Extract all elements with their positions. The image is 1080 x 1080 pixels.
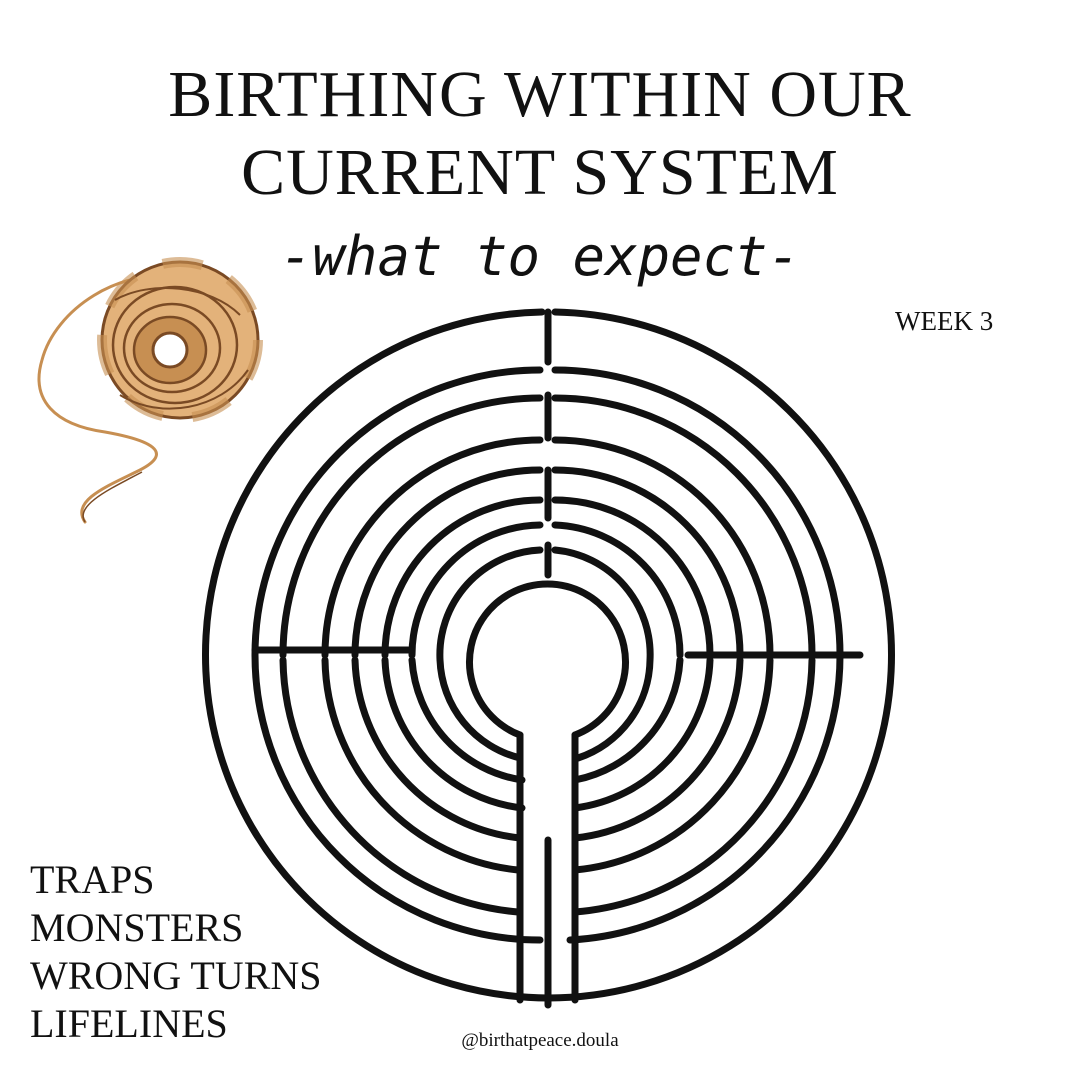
poster-title: BIRTHING WITHIN OUR CURRENT SYSTEM: [0, 56, 1080, 212]
term-wrong-turns: WRONG TURNS: [30, 953, 322, 998]
term-monsters: MONSTERS: [30, 905, 244, 950]
week-label: WEEK 3: [895, 306, 994, 336]
maze-rings: [202, 308, 895, 1009]
terms-list: TRAPS MONSTERS WRONG TURNS LIFELINES: [30, 856, 322, 1048]
title-line-1: BIRTHING WITHIN OUR: [168, 58, 912, 131]
subtitle: -what to expect-: [279, 225, 801, 288]
social-handle: @birthatpeace.doula: [461, 1030, 619, 1051]
title-line-2: CURRENT SYSTEM: [241, 136, 839, 209]
term-lifelines: LIFELINES: [30, 1001, 228, 1046]
term-traps: TRAPS: [30, 857, 155, 902]
